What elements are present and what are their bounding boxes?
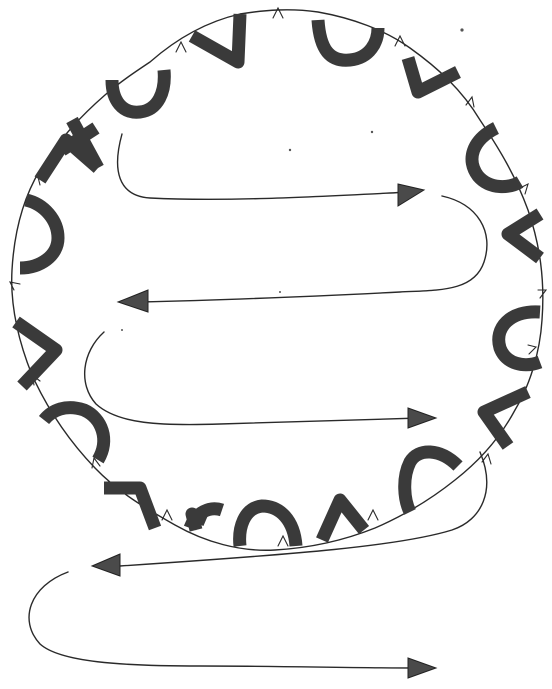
arrowhead-left	[92, 554, 120, 576]
arrowhead-right	[398, 184, 424, 206]
path-line	[140, 196, 487, 302]
ring-outline	[12, 10, 543, 550]
segment-u	[472, 128, 520, 187]
outer-ring	[10, 8, 546, 550]
path-line	[118, 134, 410, 199]
segment-u	[499, 312, 540, 365]
path-line	[85, 332, 420, 425]
path-line	[29, 572, 418, 668]
serpentine-path	[29, 134, 487, 678]
ring-tick-marks	[10, 8, 546, 546]
arrowhead-right	[408, 408, 436, 428]
segment-v	[484, 392, 528, 446]
segment-u	[405, 452, 458, 512]
segment-v	[408, 58, 458, 92]
path-line	[120, 452, 487, 566]
segment-u	[44, 408, 104, 460]
arrowhead-right	[408, 658, 436, 678]
arrowhead-left	[118, 290, 148, 312]
segment-v	[104, 488, 155, 528]
segment-u	[20, 200, 58, 268]
segment-u	[112, 70, 164, 112]
segment-u	[240, 506, 296, 546]
segment-v	[16, 322, 56, 386]
